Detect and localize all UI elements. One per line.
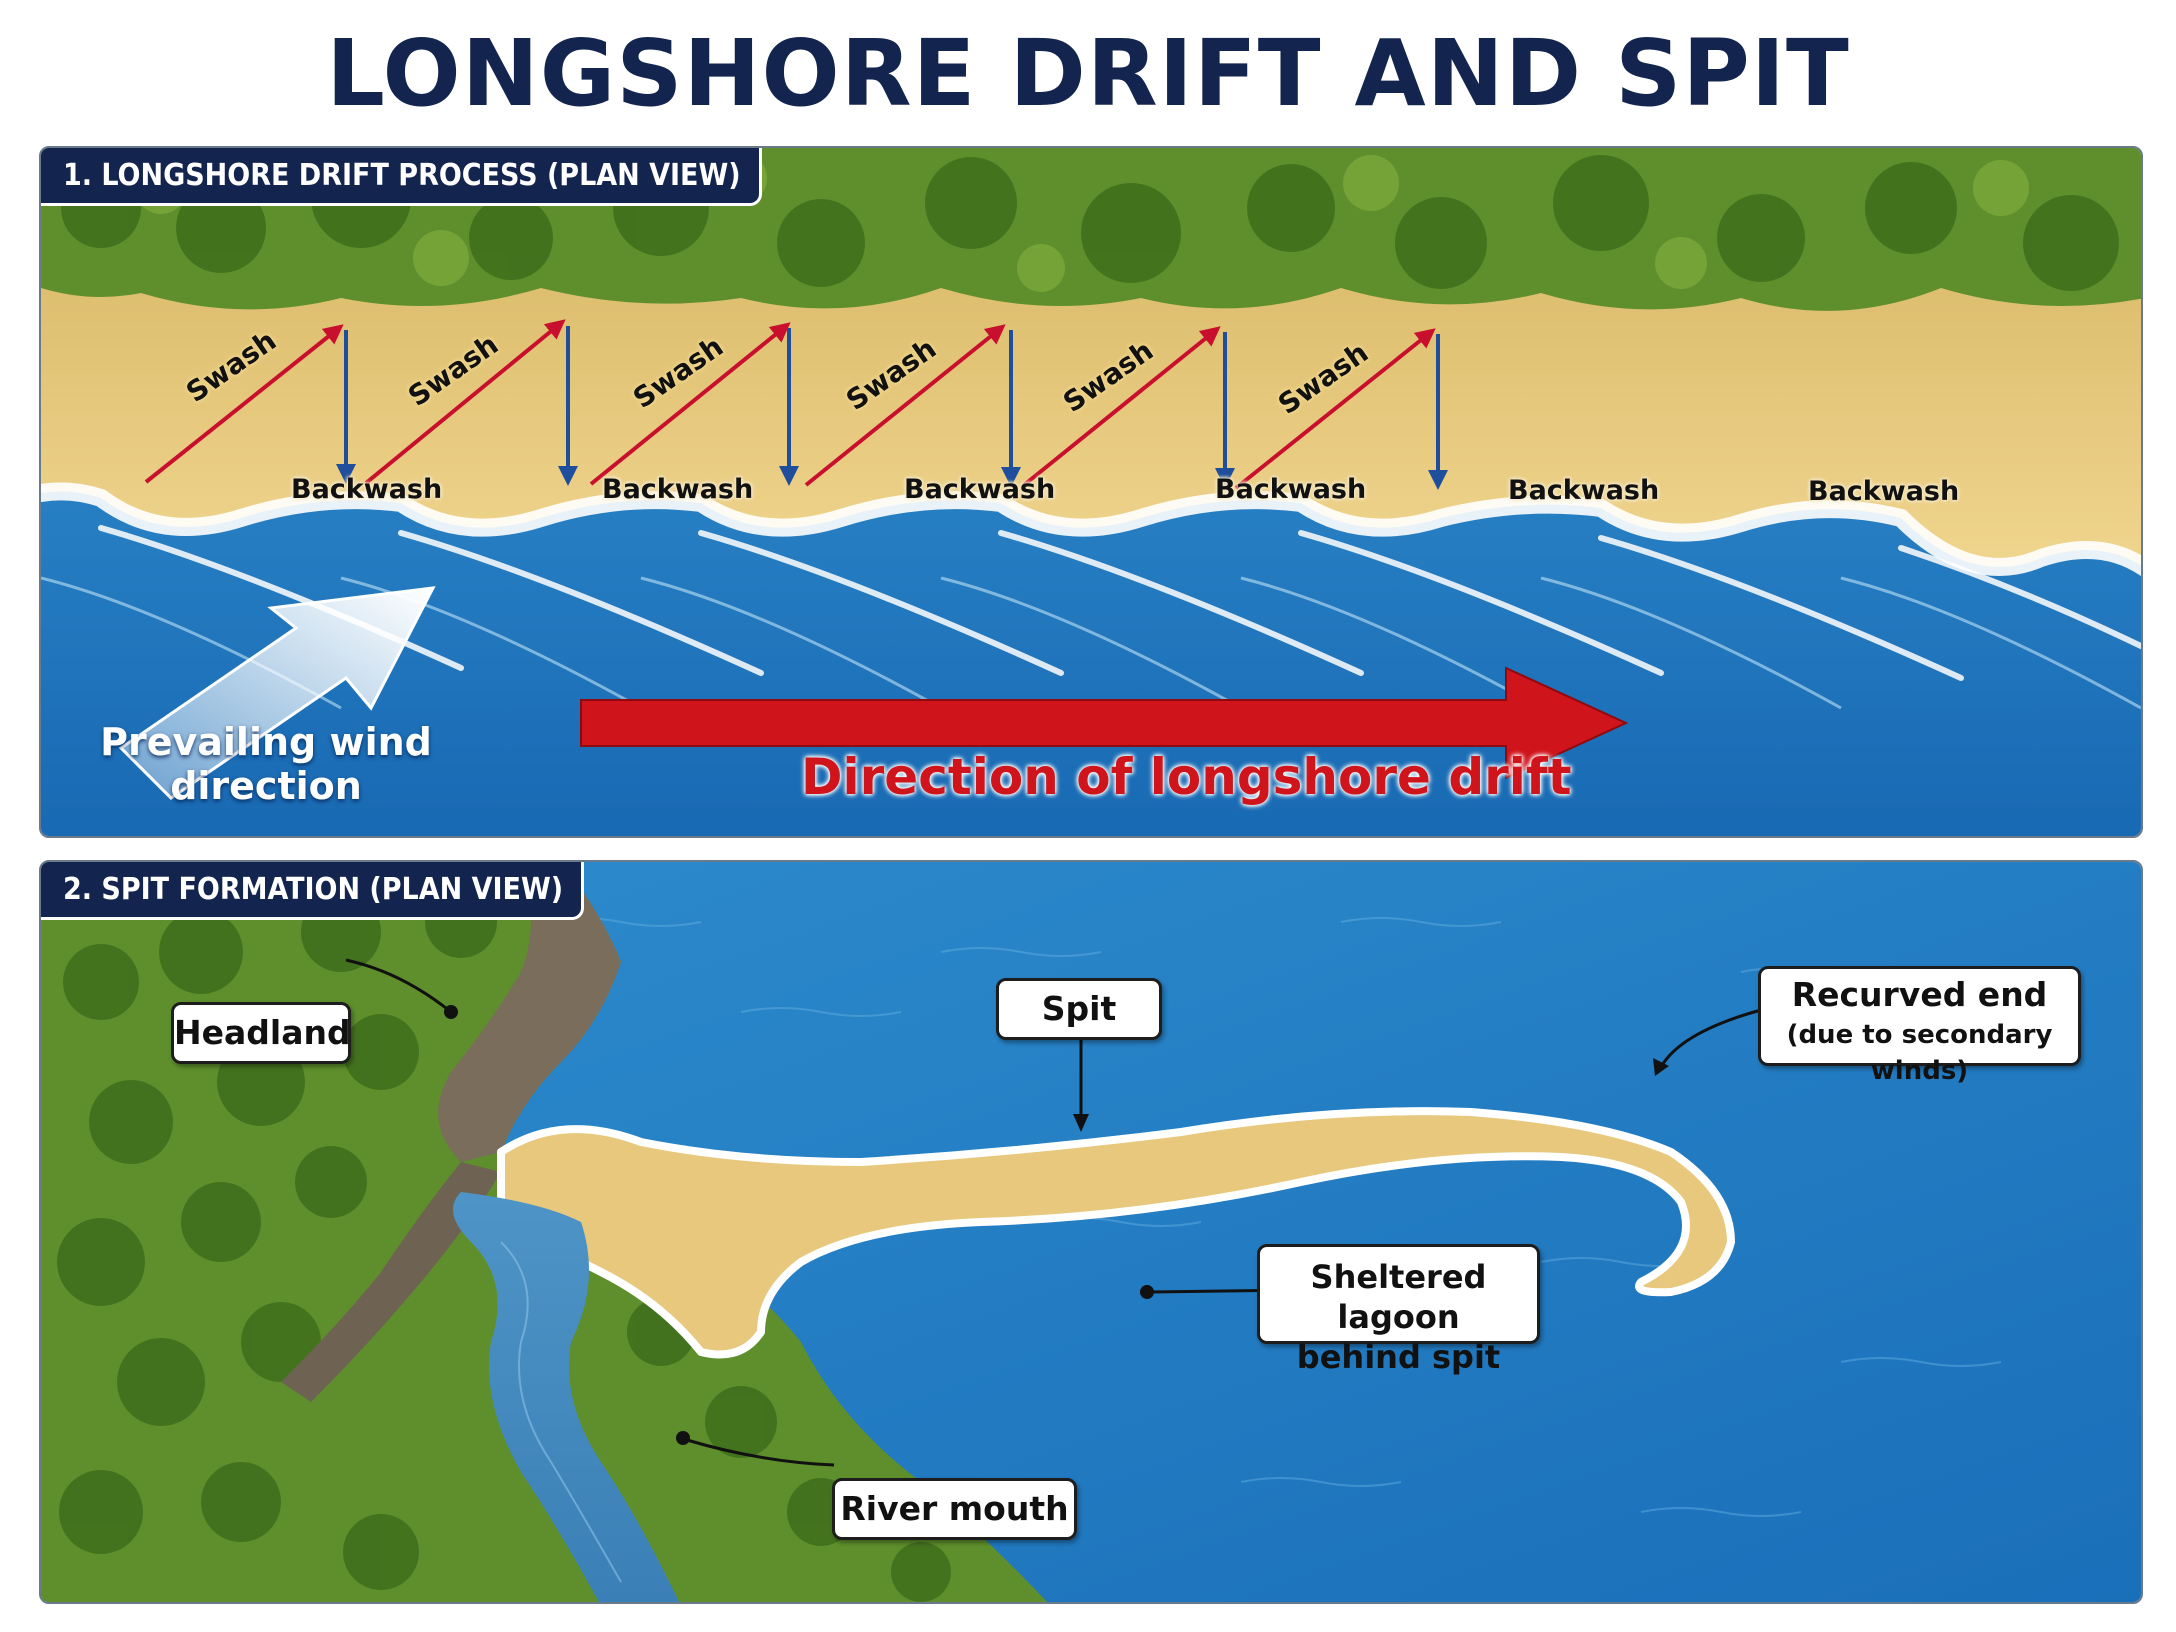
spit-formation-panel: 2. SPIT FORMATION (PLAN VIEW) Headland S…	[39, 860, 2143, 1604]
prevailing-wind-label: Prevailing wind direction	[100, 720, 432, 808]
swash-arrow	[364, 319, 566, 485]
swash-arrow	[804, 324, 1006, 487]
spit-landform	[497, 1107, 1735, 1359]
lagoon-callout: Sheltered lagoon behind spit	[1257, 1244, 1540, 1376]
lagoon-label-line2: behind spit	[1296, 1338, 1501, 1376]
recurved-end-callout: Recurved end (due to secondary winds)	[1758, 966, 2081, 1086]
longshore-drift-panel: 1. LONGSHORE DRIFT PROCESS (PLAN VIEW) S…	[39, 146, 2143, 838]
recurved-end-label: Recurved end	[1791, 975, 2048, 1014]
swash-arrow	[589, 322, 791, 486]
swash-arrow	[1234, 328, 1436, 490]
panel-heading-spit: 2. SPIT FORMATION (PLAN VIEW)	[41, 862, 585, 920]
backwash-label: Backwash	[1508, 475, 1660, 506]
swash-arrow	[1022, 326, 1221, 487]
headland-callout: Headland	[171, 1002, 351, 1064]
river-mouth-callout: River mouth	[832, 1478, 1077, 1540]
backwash-label: Backwash	[291, 474, 443, 505]
longshore-drift-label: Direction of longshore drift	[801, 748, 1572, 806]
lagoon-label-line1: Sheltered lagoon	[1310, 1258, 1487, 1336]
prevailing-wind-arrow	[118, 586, 436, 800]
spit-callout: Spit	[996, 978, 1162, 1040]
recurved-end-note: (due to secondary winds)	[1786, 1020, 2053, 1086]
river	[453, 1192, 680, 1602]
backwash-label: Backwash	[1215, 474, 1367, 505]
backwash-label: Backwash	[904, 474, 1056, 505]
panel-heading-drift: 1. LONGSHORE DRIFT PROCESS (PLAN VIEW)	[41, 148, 762, 206]
backwash-label: Backwash	[1808, 476, 1960, 507]
swash-arrow	[144, 324, 344, 484]
backwash-label: Backwash	[602, 474, 754, 505]
longshore-drift-arrow	[580, 666, 1629, 780]
